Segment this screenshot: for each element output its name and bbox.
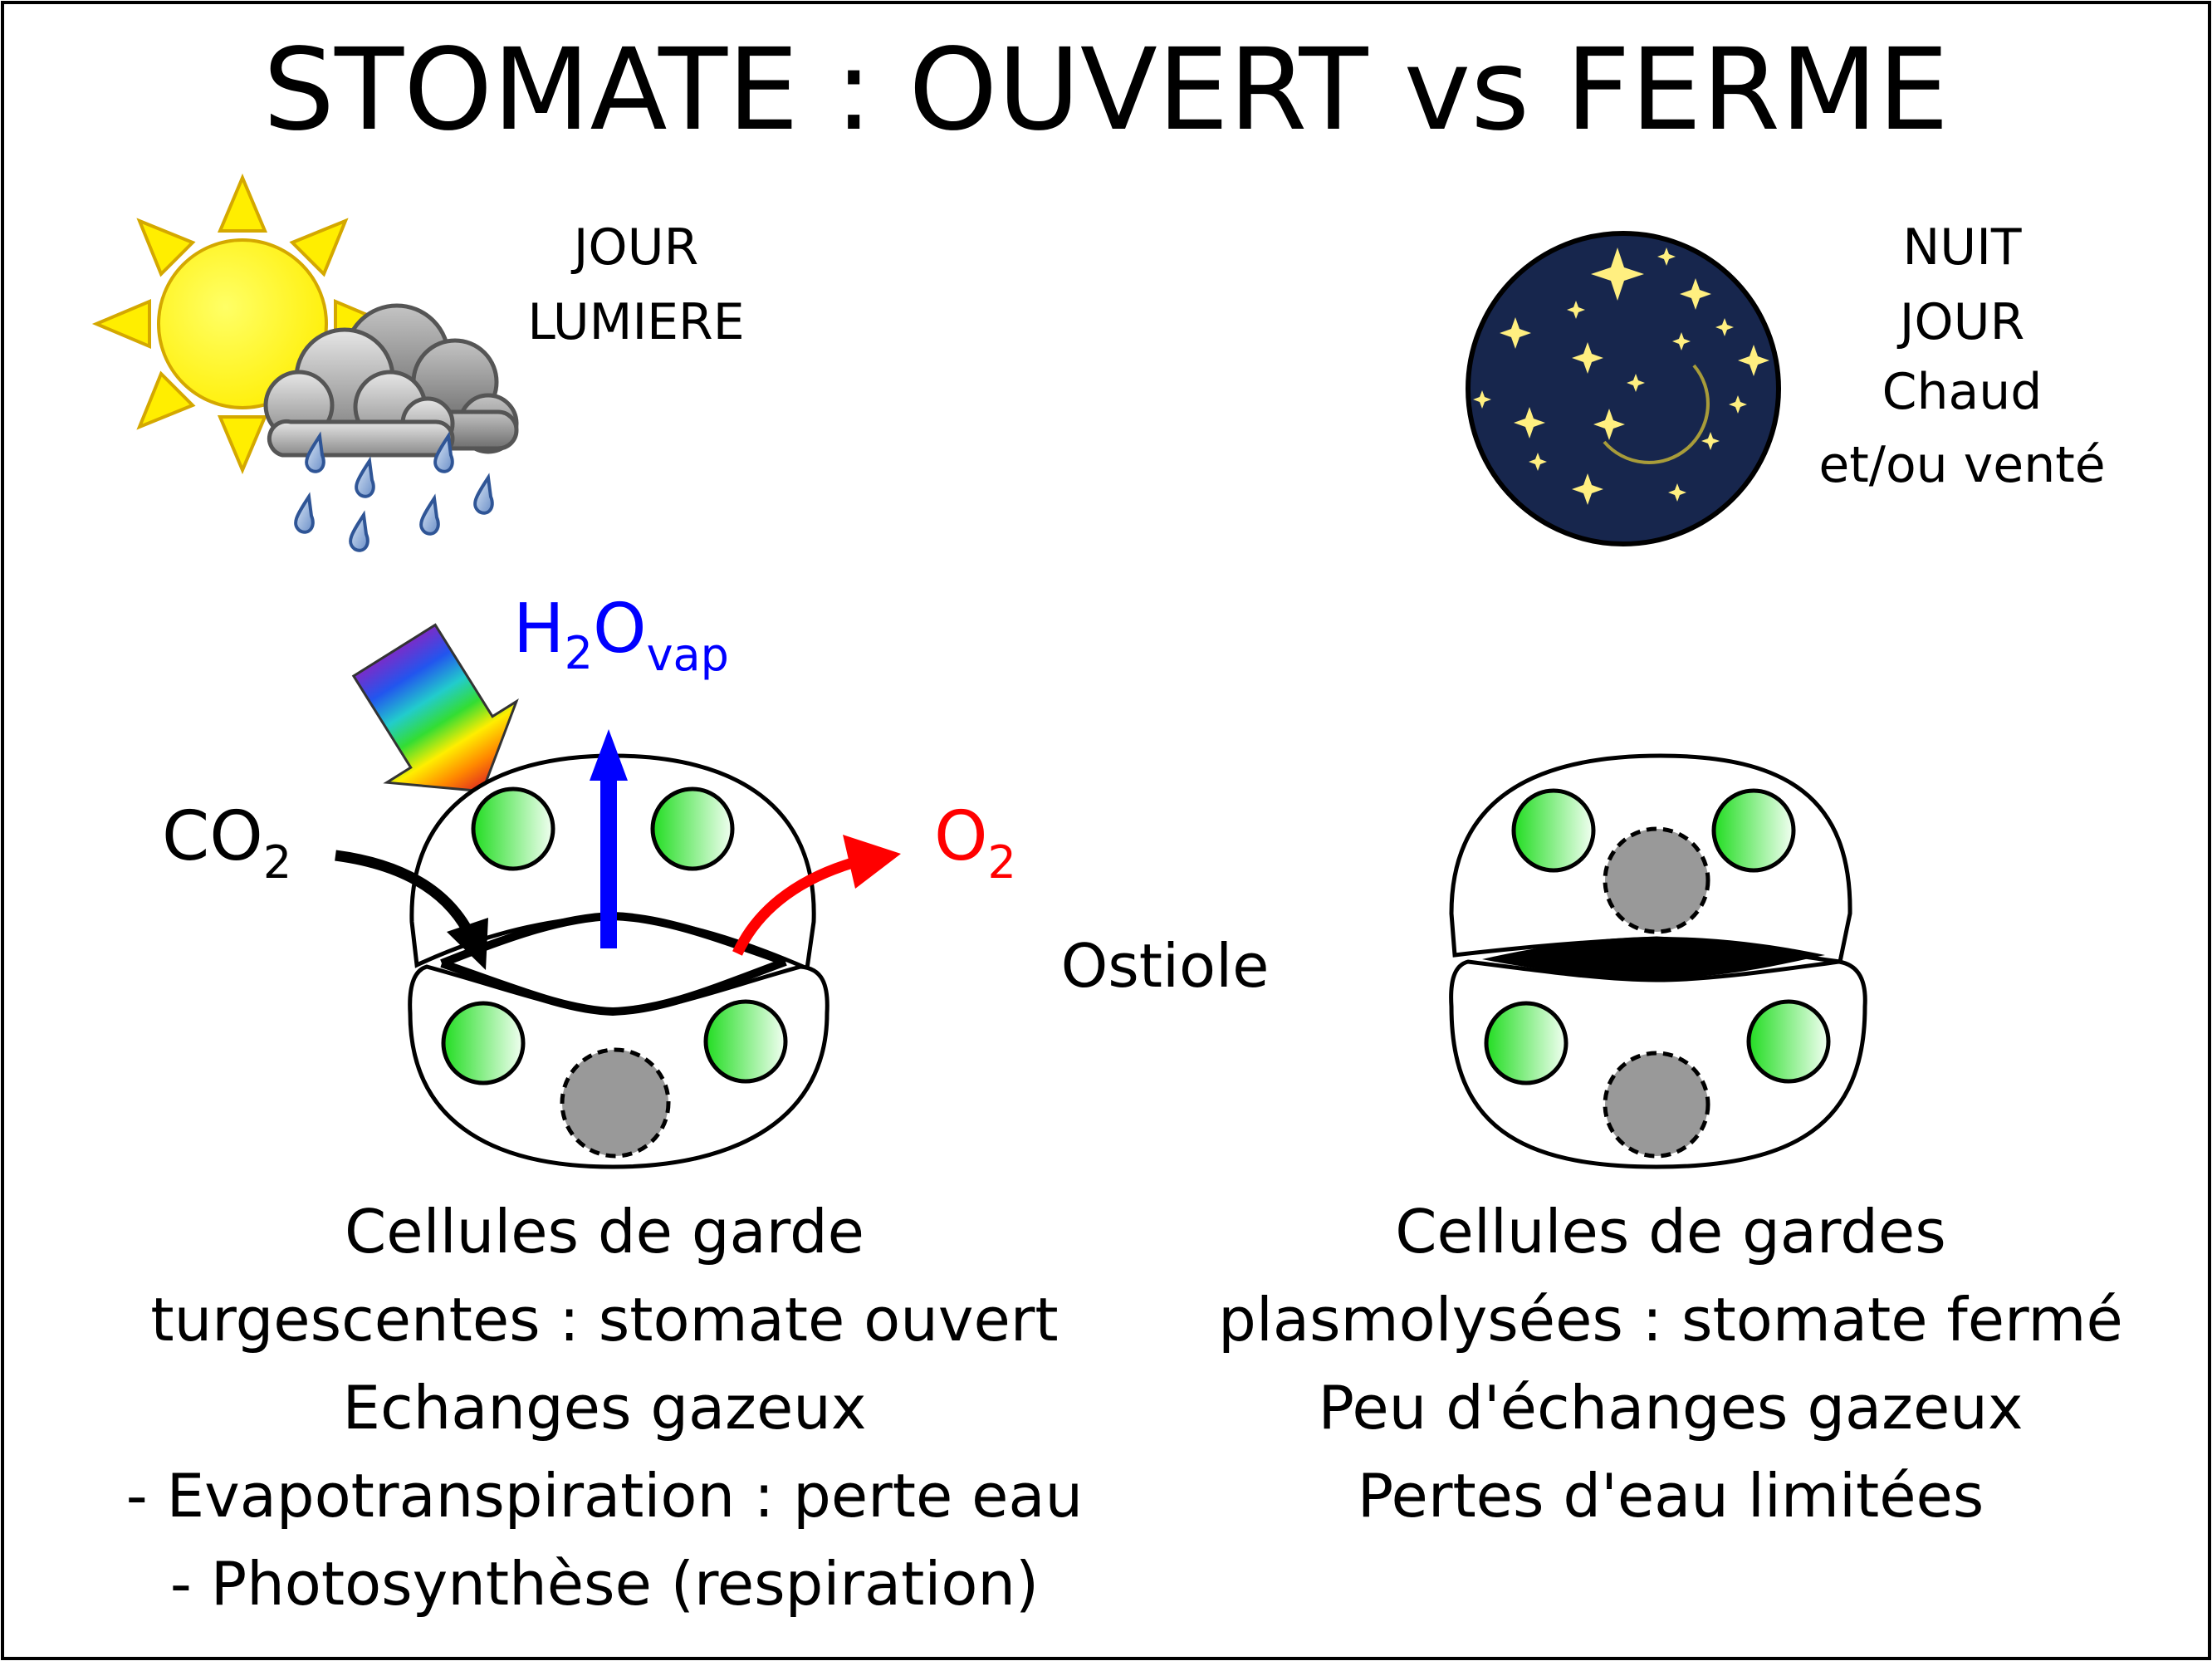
nucleus (560, 1047, 671, 1159)
open-caption-line: - Photosynthèse (respiration) (170, 1549, 1039, 1619)
rain-cloud-icon (263, 303, 519, 552)
ostiole-label: Ostiole (1061, 931, 1270, 1001)
h2o-label: H2Ovap (513, 590, 729, 681)
night-sky-moon-icon (1466, 231, 1781, 546)
open-caption-line: turgescentes : stomate ouvert (150, 1285, 1058, 1355)
chloroplast (703, 999, 788, 1084)
nucleus (1603, 826, 1710, 934)
h2o-arrow (590, 729, 628, 948)
day-condition-1: JOUR (570, 218, 699, 277)
chloroplast (1746, 999, 1831, 1084)
open-stomate: H2Ovap CO2 O2 (162, 590, 1016, 1169)
sun-with-rain-cloud-icon (91, 173, 519, 552)
closed-stomate (1449, 753, 1867, 1169)
co2-arrow (335, 850, 488, 970)
o2-label: O2 (934, 797, 1016, 889)
nucleus (1603, 1051, 1710, 1159)
moon-icon (1603, 364, 1710, 464)
day-condition-2: LUMIERE (527, 293, 744, 351)
chloroplast (1484, 1001, 1568, 1085)
closed-caption-line: Peu d'échanges gazeux (1319, 1373, 2024, 1443)
closed-caption-line: plasmolysées : stomate fermé (1218, 1285, 2123, 1355)
chloroplast (1511, 788, 1596, 873)
open-caption-line: Cellules de garde (345, 1197, 864, 1267)
ostiole-lower-lip (440, 958, 787, 1017)
night-condition-1: NUIT (1902, 218, 2021, 277)
co2-label: CO2 (162, 797, 291, 889)
o2-arrow (732, 835, 901, 956)
chloroplast (650, 786, 735, 871)
chloroplast (471, 786, 555, 871)
chloroplast (1711, 788, 1796, 873)
open-caption: Cellules de garde turgescentes : stomate… (126, 1197, 1083, 1619)
star-icons (1473, 247, 1769, 505)
closed-caption-line: Pertes d'eau limitées (1358, 1461, 1984, 1531)
light-arrow-icon (351, 623, 519, 793)
ostiole-closed (1482, 937, 1825, 978)
night-condition-3: Chaud (1882, 363, 2043, 421)
page-title: STOMATE : OUVERT vs FERME (263, 25, 1950, 156)
closed-caption-line: Cellules de gardes (1395, 1197, 1945, 1267)
closed-caption: Cellules de gardes plasmolysées : stomat… (1218, 1197, 2123, 1531)
chloroplast (441, 1001, 526, 1085)
open-caption-line: - Evapotranspiration : perte eau (126, 1461, 1083, 1531)
night-condition-4: et/ou venté (1818, 436, 2105, 494)
night-condition-2: JOUR (1896, 293, 2025, 351)
open-caption-line: Echanges gazeux (342, 1373, 866, 1443)
